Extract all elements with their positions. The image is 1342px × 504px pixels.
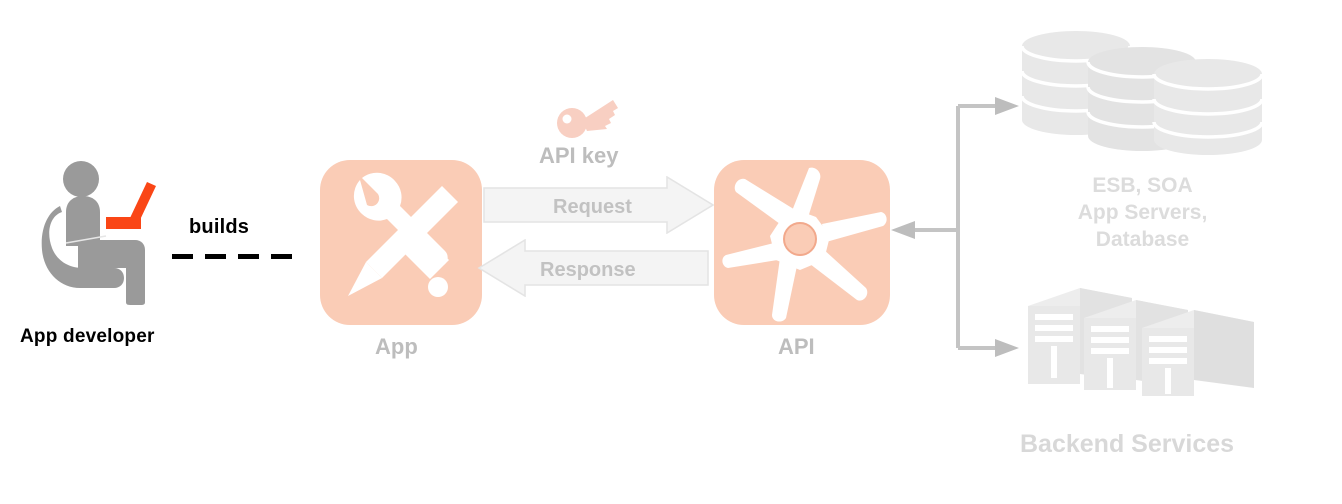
app-developer-icon [40,160,172,305]
arrowhead-to-api [891,221,915,239]
api-key-label: API key [539,143,619,168]
backend-services-icon [1026,286,1258,396]
api-label: API [778,334,815,359]
datastores-label: ESB, SOA App Servers, Database [1020,172,1265,253]
app-tile[interactable] [320,160,482,325]
app-label: App [375,334,418,359]
arrowhead-to-datastores [995,97,1019,115]
seated-person-with-laptop-icon [41,161,156,305]
backend-services-label: Backend Services [1020,430,1235,458]
backend-connector-lines [891,97,1019,357]
datastores-label-line-3: Database [1095,228,1190,251]
request-label: Request [553,196,632,218]
datastores-label-line-1: ESB, SOA [1092,174,1193,197]
server-racks-icon [1028,288,1254,396]
response-arrow [477,238,709,298]
response-label: Response [540,259,636,281]
datastores-icon [1020,30,1270,155]
app-developer-label: App developer [20,326,155,347]
api-tile[interactable] [714,160,890,325]
datastores-label-line-2: App Servers, [1077,201,1208,224]
request-arrow [483,175,715,235]
request-arrow-shape [483,175,715,235]
backend-connectors [885,95,1020,360]
wrench-and-pencil-icon [348,172,458,297]
database-cylinders-icon [1020,31,1264,155]
key-icon [557,100,618,138]
arrowhead-to-backend [995,339,1019,357]
builds-edge-label: builds [189,216,250,238]
api-key-icon [556,98,620,138]
api-hub-star-icon [722,167,887,322]
response-arrow-shape [477,238,709,298]
builds-dashed-connector [172,246,302,259]
